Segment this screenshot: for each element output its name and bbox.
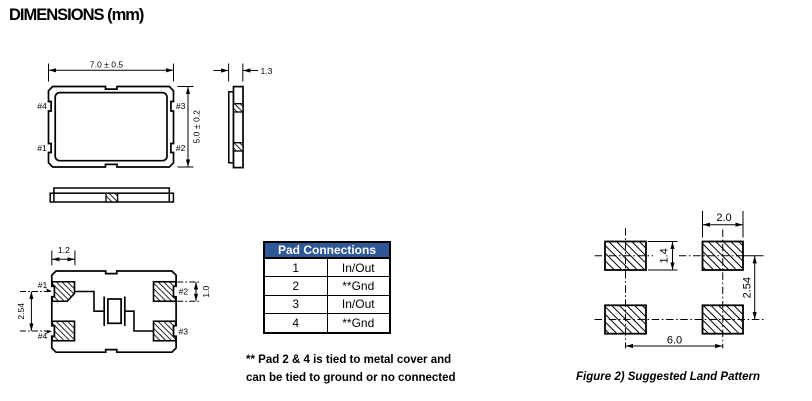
bottom-view-pad2-label: #2 bbox=[179, 286, 189, 296]
bottom-view-outline bbox=[50, 270, 177, 354]
pad-table-row-3: 3 In/Out bbox=[263, 294, 391, 315]
top-view-lid bbox=[54, 91, 168, 162]
top-view-pad1-label: #1 bbox=[37, 143, 47, 153]
bottom-view-pad2 bbox=[152, 280, 177, 303]
bottom-view-crystal-symbol bbox=[74, 290, 154, 332]
side-view-thickness-dim-label: 1.3 bbox=[261, 66, 273, 76]
bottom-view-row-pitch-dim-label: 2.54 bbox=[16, 303, 26, 320]
top-view-height-dimension bbox=[177, 86, 194, 168]
pad-table-row-4: 4 **Gnd bbox=[263, 313, 391, 334]
bottom-view-pad1-label: #1 bbox=[38, 280, 48, 290]
page-title: DIMENSIONS (mm) bbox=[9, 6, 144, 24]
land-pattern-caption: Figure 2) Suggested Land Pattern bbox=[576, 370, 761, 383]
top-view-width-dimension bbox=[48, 63, 174, 82]
crystal-wire-pad3 bbox=[125, 310, 154, 332]
bottom-view-pad-height-dim-label: 1.0 bbox=[201, 286, 211, 298]
pad-table-row3-pad: 3 bbox=[263, 294, 328, 315]
land-pattern-pad-width-dim-label: 2.0 bbox=[716, 212, 731, 224]
bottom-view: 1.2 2.54 1.0 #1 #4 #2 #3 bbox=[16, 245, 211, 354]
side-view: 1.3 bbox=[213, 63, 273, 169]
bottom-view-pad-width-dim-label: 1.2 bbox=[58, 245, 70, 255]
top-view-width-dim-label: 7.0 ± 0.5 bbox=[90, 60, 124, 70]
bottom-view-pad3-label: #3 bbox=[179, 327, 189, 337]
top-view-pad4-label: #4 bbox=[37, 101, 47, 111]
side-view-castellation-top bbox=[232, 103, 244, 113]
pad-table-row2-connection: **Gnd bbox=[326, 276, 391, 296]
front-view-castellation bbox=[105, 192, 119, 203]
pad-table-row1-connection: In/Out bbox=[326, 257, 391, 278]
land-pattern-pad-height-dim-label: 1.4 bbox=[658, 248, 670, 263]
land-pattern-pad-width-dimension bbox=[702, 211, 744, 238]
land-pattern-col-pitch-dim-label: 6.0 bbox=[667, 334, 682, 346]
bottom-view-notch-cutouts bbox=[50, 285, 178, 338]
bottom-view-pad4 bbox=[51, 320, 76, 342]
side-view-castellation-bottom bbox=[232, 142, 244, 152]
top-view-height-dim-label: 5.0 ± 0.2 bbox=[191, 110, 201, 144]
land-pattern: 2.0 1.4 2.54 6.0 bbox=[594, 211, 766, 349]
front-view-lid bbox=[53, 187, 171, 194]
crystal-wire-pad1 bbox=[74, 290, 104, 312]
pad-table-row1-pad: 1 bbox=[263, 257, 328, 278]
pad-table-row2-pad: 2 bbox=[263, 276, 328, 296]
bottom-view-pad1-leader-arrow bbox=[46, 288, 52, 293]
land-pattern-row-pitch-dim-label: 2.54 bbox=[741, 277, 753, 298]
land-pattern-pad-height-dimension bbox=[648, 241, 678, 271]
bottom-view-pad3 bbox=[152, 320, 177, 342]
pad-table-row-1: 1 In/Out bbox=[263, 257, 391, 278]
top-view-pad3-label: #3 bbox=[176, 101, 186, 111]
front-view bbox=[49, 187, 175, 203]
crystal-body bbox=[107, 298, 122, 325]
pad-table-row4-connection: **Gnd bbox=[326, 313, 391, 334]
top-view: 7.0 ± 0.5 5.0 ± 0.2 #4 #1 #3 #2 bbox=[37, 60, 201, 168]
pad-table-row-2: 2 **Gnd bbox=[263, 276, 391, 296]
pad-footnote-line1: ** Pad 2 & 4 is tied to metal cover and bbox=[246, 354, 452, 366]
bottom-view-pad4-leader-arrow bbox=[46, 330, 52, 334]
pad-table-header: Pad Connections bbox=[263, 241, 391, 259]
top-view-pad2-label: #2 bbox=[176, 143, 186, 153]
pad-table-row3-connection: In/Out bbox=[326, 294, 391, 315]
pad-footnote: ** Pad 2 & 4 is tied to metal cover and … bbox=[246, 352, 461, 388]
bottom-view-row-pitch-dimension bbox=[20, 291, 52, 332]
side-view-thickness-dimension bbox=[213, 63, 258, 82]
pad-footnote-line2: can be tied to ground or no connected bbox=[246, 371, 456, 384]
side-view-body bbox=[232, 85, 244, 169]
bottom-view-pad-width-dimension bbox=[51, 250, 76, 266]
bottom-view-pad-height-dimension bbox=[177, 281, 200, 302]
pad-connections-table: Pad Connections 1 In/Out 2 **Gnd 3 In/Ou… bbox=[263, 241, 391, 334]
pad-table-row4-pad: 4 bbox=[263, 313, 328, 334]
bottom-view-pad4-label: #4 bbox=[38, 331, 48, 341]
